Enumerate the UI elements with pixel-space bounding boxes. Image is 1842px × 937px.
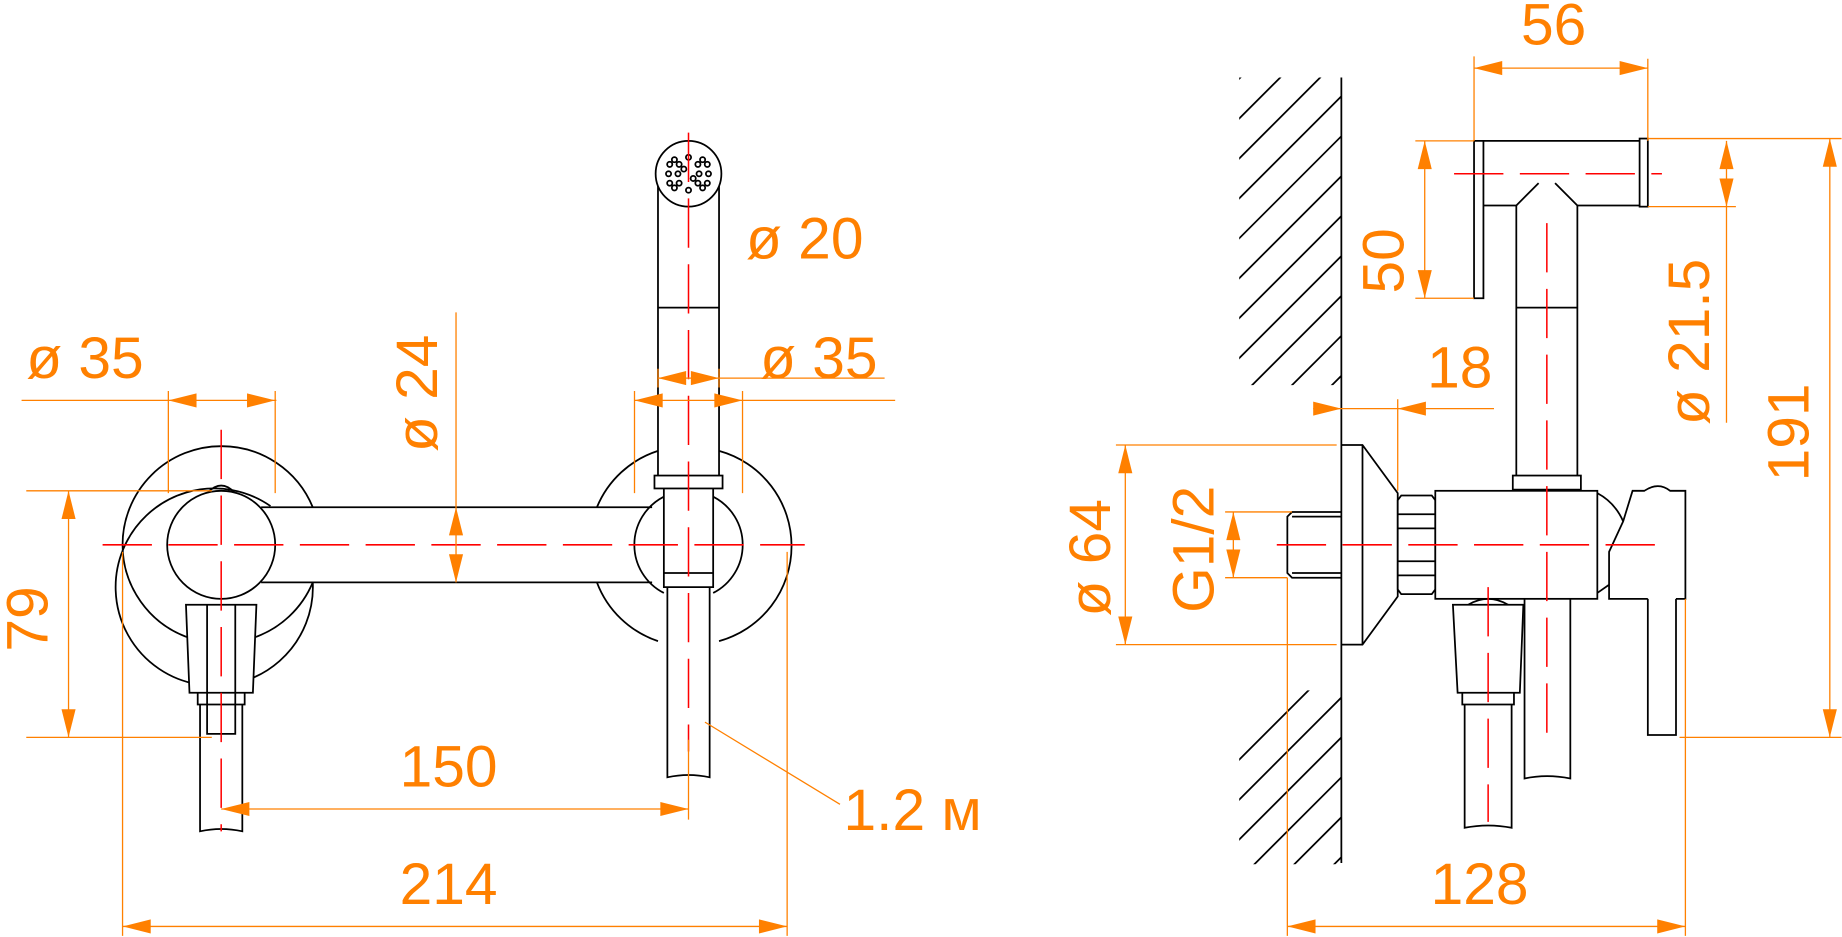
side-view	[1239, 77, 1687, 865]
hatch-line	[1239, 135, 1342, 240]
dimension-arrow	[1619, 61, 1648, 76]
spray-hole	[666, 179, 674, 187]
shower-head-cap	[1638, 137, 1649, 208]
spray-hole	[680, 165, 688, 173]
dim-height-50: 50	[1352, 228, 1417, 293]
dimension-arrow	[221, 801, 250, 817]
spray-hole	[699, 184, 707, 192]
dimension-arrow	[1474, 61, 1503, 76]
dimension-arrow	[1719, 140, 1734, 170]
dimension-arrow	[61, 709, 76, 738]
spray-hole	[685, 186, 692, 194]
spray-hole	[694, 160, 702, 168]
hatch-line	[1293, 816, 1342, 865]
dim-height-191: 191	[1757, 383, 1822, 481]
dimension-arrow	[1287, 919, 1316, 934]
dimension-arrow	[1226, 549, 1241, 578]
holder-bracket	[1473, 140, 1641, 300]
dimension-arrow	[448, 507, 464, 536]
dimension-arrow	[1657, 919, 1686, 934]
dimension-arrow	[657, 371, 687, 386]
centerline	[102, 132, 805, 832]
dim-thread-size: G1/2	[1161, 486, 1226, 613]
dim-pipe-diameter: ø 24	[385, 335, 450, 452]
dimension-arrow	[758, 919, 788, 934]
hatch-line	[1239, 215, 1342, 320]
shower-head-holes	[665, 153, 712, 194]
spray-hole	[703, 179, 711, 187]
dim-hose-length: 1.2 м	[844, 778, 982, 843]
right-lever	[1596, 485, 1687, 736]
hatch-line	[1239, 77, 1282, 120]
front-view	[102, 132, 805, 833]
dimension-arrow	[1397, 401, 1426, 416]
dim-width-56: 56	[1521, 0, 1586, 58]
dimension-arrow	[1822, 709, 1837, 738]
hatch-line	[1239, 690, 1310, 761]
hatch-line	[1239, 175, 1342, 280]
wall-hatching-top	[1239, 77, 1342, 386]
hatch-line	[1239, 696, 1342, 801]
spray-hole	[689, 175, 697, 182]
spray-hole	[695, 170, 703, 178]
dimension-arrow	[1719, 178, 1734, 207]
dimension-arrow	[1313, 401, 1342, 416]
spray-hole	[675, 179, 683, 187]
dimension-arrow	[714, 393, 743, 408]
dimension-arrow	[247, 393, 276, 408]
left-rosette-arc	[121, 445, 314, 639]
dimension-arrow	[1118, 616, 1133, 645]
spray-hole	[674, 170, 682, 178]
dim-holder-diameter: ø 20	[746, 206, 863, 271]
hatch-line	[1239, 736, 1342, 841]
dim-head-diameter: ø 21.5	[1657, 259, 1722, 425]
dim-width-18: 18	[1427, 335, 1492, 400]
hatch-line	[1253, 776, 1342, 865]
spray-hole	[703, 160, 711, 168]
dimension-arrow	[1417, 270, 1432, 299]
hatch-line	[1290, 335, 1342, 386]
hatch-line	[1239, 77, 1322, 160]
lower-lever	[1451, 603, 1525, 694]
right-rosette	[596, 450, 793, 642]
spray-hole	[670, 156, 678, 164]
dim-width-128: 128	[1431, 852, 1529, 917]
spray-hole	[705, 170, 712, 178]
dimension-arrow	[122, 919, 151, 934]
hatch-line	[1250, 295, 1342, 386]
dim-width-150: 150	[400, 735, 498, 800]
hatch-line	[1333, 856, 1342, 865]
dim-flange-diameter: ø 64	[1058, 499, 1123, 616]
dimension-arrow	[1118, 445, 1133, 474]
hatch-line	[1239, 95, 1342, 200]
dimension-arrow	[448, 554, 464, 583]
dimension-arrow	[1822, 138, 1837, 167]
spray-hole	[666, 160, 674, 168]
dim-right-rosette-diameter: ø 35	[760, 326, 877, 391]
dim-height-79: 79	[0, 586, 60, 651]
left-knob	[207, 484, 235, 493]
dimension-arrow	[1226, 511, 1241, 541]
rear-hose	[1523, 598, 1572, 780]
lower-hose	[1463, 704, 1513, 829]
hatch-line	[1330, 375, 1342, 386]
spray-hole	[699, 156, 707, 164]
dim-left-rosette-diameter: ø 35	[26, 326, 143, 391]
spray-hole	[694, 179, 702, 187]
dimension-arrow	[61, 490, 76, 519]
dim-width-214: 214	[400, 852, 498, 917]
dimension-arrow	[634, 393, 663, 408]
dimension-arrow	[1417, 140, 1432, 170]
hatch-line	[1239, 77, 1242, 80]
spray-hole	[670, 184, 678, 192]
hatch-line	[1239, 255, 1342, 360]
dimension-arrow	[660, 801, 689, 817]
dimension-arrow	[690, 371, 720, 386]
dimension-arrow	[168, 393, 197, 408]
spray-hole	[675, 160, 683, 168]
wall-hatching-bottom	[1239, 690, 1342, 865]
spray-hole	[665, 170, 673, 178]
